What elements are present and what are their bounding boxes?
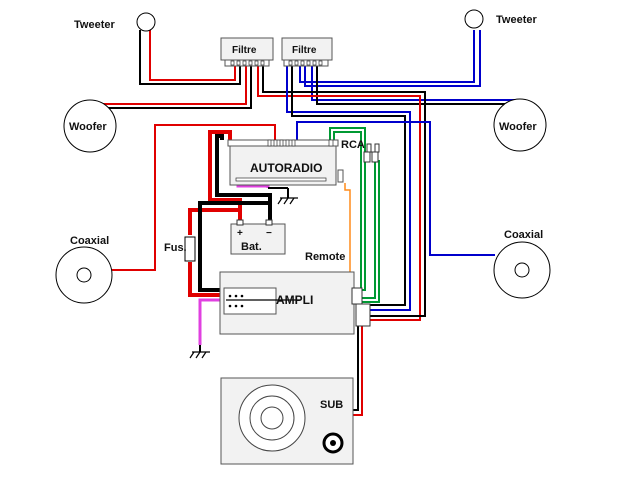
wire-ground-autoradio <box>215 134 272 222</box>
coaxial-left: Coaxial <box>55 235 113 304</box>
ground-symbol-radio <box>277 197 298 205</box>
wire-ground-magenta-amp <box>198 298 220 345</box>
wire-filter-left-red-amp <box>257 65 421 321</box>
autoradio-label: AUTORADIO <box>250 161 322 175</box>
woofer-left: Woofer <box>63 99 117 153</box>
wire-tweeter-left-black <box>139 30 241 85</box>
battery: + − Bat. <box>230 219 286 255</box>
woofer-right-label: Woofer <box>499 121 537 133</box>
wire-tweeter-right-blue2 <box>304 30 481 87</box>
wire-power-amp <box>188 262 220 297</box>
wire-sub-red <box>350 325 363 416</box>
wire-woofer-right-black <box>316 65 510 105</box>
rca-connector: RCA <box>341 139 380 163</box>
coaxial-right-label: Coaxial <box>504 229 543 241</box>
fuse: Fus. <box>164 236 196 262</box>
fuse-label: Fus. <box>164 242 187 254</box>
wire-tweeter-left-red <box>149 30 236 81</box>
wire-filter-right-black-amp <box>291 65 406 306</box>
wires <box>94 30 521 416</box>
battery-plus-label: + <box>237 228 243 239</box>
coaxial-right: Coaxial <box>493 229 551 299</box>
ground-symbol-amp <box>189 351 210 359</box>
battery-label: Bat. <box>241 241 262 253</box>
wire-woofer-left-black <box>100 65 252 109</box>
tweeter-left-label: Tweeter <box>74 19 115 31</box>
autoradio: AUTORADIO <box>227 139 344 186</box>
wire-coax-right-blue <box>296 121 495 256</box>
filtre-left-label: Filtre <box>232 45 257 56</box>
wire-filter-right-blue-amp <box>286 65 411 311</box>
coaxial-left-label: Coaxial <box>70 235 109 247</box>
rca-label: RCA <box>341 139 365 151</box>
filtre-right: Filtre <box>281 37 333 67</box>
wire-coax-left-black <box>110 122 150 266</box>
tweeter-right-label: Tweeter <box>496 14 537 26</box>
filtre-left: Filtre <box>220 37 274 67</box>
sub-label: SUB <box>320 399 343 411</box>
battery-minus-label: − <box>266 228 272 239</box>
subwoofer: SUB <box>220 377 354 465</box>
wire-tweeter-right-blue <box>299 30 475 83</box>
wire-power-fuse <box>188 208 240 235</box>
wire-woofer-left-red <box>94 65 247 112</box>
filtre-right-label: Filtre <box>292 45 317 56</box>
tweeter-left: Tweeter <box>74 12 156 32</box>
wire-remote <box>344 183 351 275</box>
wire-rca-1 <box>329 127 366 291</box>
woofer-left-label: Woofer <box>69 121 107 133</box>
wire-filter-left-black-amp <box>262 65 426 317</box>
ampli: AMPLI <box>219 271 371 335</box>
remote-label: Remote <box>305 251 345 263</box>
wire-coax-left-red <box>110 124 276 271</box>
wire-rca-2 <box>333 131 362 295</box>
woofer-right: Woofer <box>493 98 547 152</box>
tweeter-right: Tweeter <box>464 9 537 29</box>
ampli-label: AMPLI <box>276 293 313 307</box>
wire-ground-battery <box>198 201 270 292</box>
